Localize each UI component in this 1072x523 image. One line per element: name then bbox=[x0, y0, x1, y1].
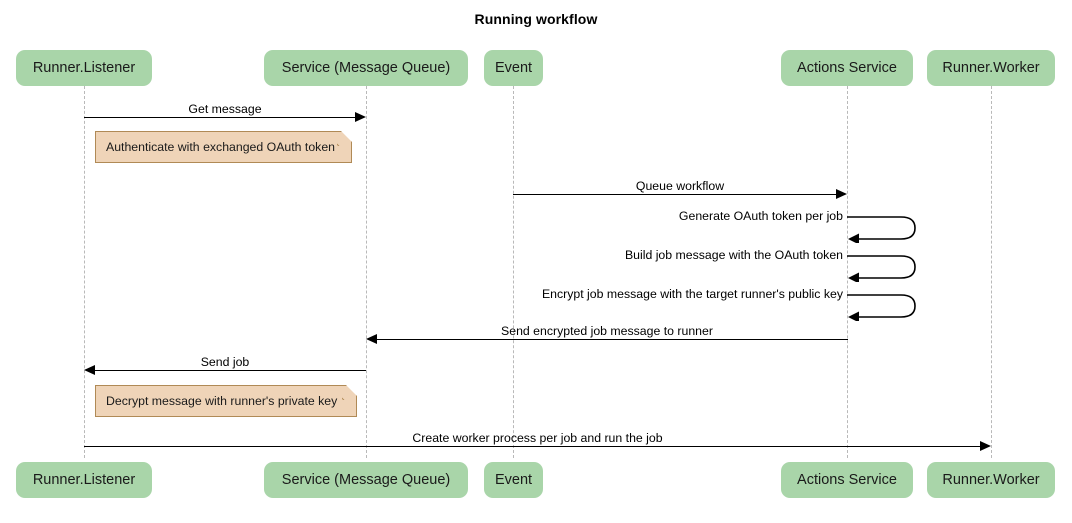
lifeline-runner-worker bbox=[991, 86, 992, 458]
participant-event-bottom[interactable]: Event bbox=[484, 462, 543, 498]
note-fold-edge-icon bbox=[337, 131, 352, 146]
self-message-build-job-message-with-the-oauth-token bbox=[845, 252, 925, 282]
message-label-encrypt-job-message-with-the-target-runners-public-key: Encrypt job message with the target runn… bbox=[541, 287, 843, 301]
lifeline-event bbox=[513, 86, 514, 458]
participant-label: Event bbox=[494, 472, 533, 488]
message-label-send-encrypted-job-message-to-runner: Send encrypted job message to runner bbox=[501, 324, 713, 338]
message-arrowhead-send-encrypted-job-message-to-runner bbox=[366, 334, 377, 344]
message-label-build-job-message-with-the-oauth-token: Build job message with the OAuth token bbox=[624, 248, 843, 262]
message-label-generate-oauth-token-per-job: Generate OAuth token per job bbox=[678, 209, 843, 223]
note-decrypt: Decrypt message with runner's private ke… bbox=[95, 385, 357, 417]
message-arrowhead-create-worker-process-per-job-and-run-the-job bbox=[980, 441, 991, 451]
participant-event-top[interactable]: Event bbox=[484, 50, 543, 86]
note-authenticate: Authenticate with exchanged OAuth token bbox=[95, 131, 352, 163]
message-line-queue-workflow bbox=[513, 194, 837, 195]
participant-label: Service (Message Queue) bbox=[281, 60, 451, 76]
self-message-encrypt-job-message-with-the-target-runners-public-key bbox=[845, 291, 925, 321]
message-arrowhead-get-message bbox=[355, 112, 366, 122]
message-label-send-job: Send job bbox=[200, 355, 250, 369]
message-arrowhead-send-job bbox=[84, 365, 95, 375]
participant-service-message-queue-top[interactable]: Service (Message Queue) bbox=[264, 50, 468, 86]
lifeline-actions-service bbox=[847, 86, 848, 458]
message-line-get-message bbox=[84, 117, 356, 118]
message-label-create-worker-process-per-job-and-run-the-job: Create worker process per job and run th… bbox=[412, 431, 663, 445]
page-title: Running workflow bbox=[474, 11, 598, 27]
participant-runner-listener-bottom[interactable]: Runner.Listener bbox=[16, 462, 152, 498]
message-label-get-message: Get message bbox=[188, 102, 262, 116]
participant-runner-listener-top[interactable]: Runner.Listener bbox=[16, 50, 152, 86]
participant-label: Runner.Listener bbox=[32, 60, 136, 76]
participant-label: Runner.Listener bbox=[32, 472, 136, 488]
message-label-queue-workflow: Queue workflow bbox=[635, 179, 725, 193]
participant-label: Actions Service bbox=[797, 472, 897, 488]
participant-label: Runner.Worker bbox=[942, 60, 1040, 76]
lifeline-service-message-queue bbox=[366, 86, 367, 458]
participant-actions-service-bottom[interactable]: Actions Service bbox=[781, 462, 913, 498]
note-label: Authenticate with exchanged OAuth token bbox=[106, 140, 336, 154]
participant-label: Event bbox=[494, 60, 533, 76]
lifeline-runner-listener bbox=[84, 86, 85, 458]
note-fold-edge-icon bbox=[342, 385, 357, 400]
participant-label: Actions Service bbox=[797, 60, 897, 76]
message-line-send-job bbox=[95, 370, 366, 371]
participant-actions-service-top[interactable]: Actions Service bbox=[781, 50, 913, 86]
message-line-send-encrypted-job-message-to-runner bbox=[377, 339, 848, 340]
participant-label: Runner.Worker bbox=[942, 472, 1040, 488]
participant-label: Service (Message Queue) bbox=[281, 472, 451, 488]
message-line-create-worker-process-per-job-and-run-the-job bbox=[84, 446, 981, 447]
message-arrowhead-queue-workflow bbox=[836, 189, 847, 199]
participant-runner-worker-top[interactable]: Runner.Worker bbox=[927, 50, 1055, 86]
self-message-generate-oauth-token-per-job bbox=[845, 213, 925, 243]
participant-service-message-queue-bottom[interactable]: Service (Message Queue) bbox=[264, 462, 468, 498]
participant-runner-worker-bottom[interactable]: Runner.Worker bbox=[927, 462, 1055, 498]
note-label: Decrypt message with runner's private ke… bbox=[106, 394, 338, 408]
